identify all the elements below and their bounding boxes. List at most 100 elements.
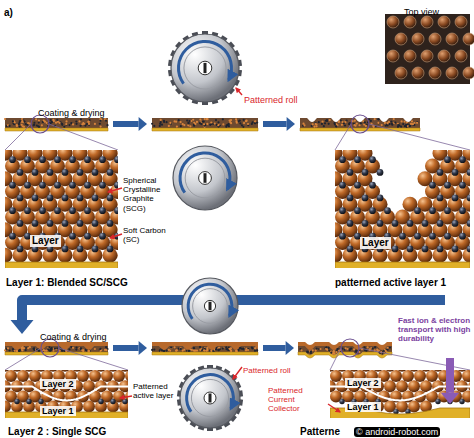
label: Coating & drying bbox=[40, 332, 107, 342]
soft-carbon-particle bbox=[362, 195, 369, 202]
soft-carbon-particle bbox=[62, 246, 69, 253]
particle-dot bbox=[56, 347, 58, 349]
particle-dot bbox=[227, 124, 229, 126]
particle-dot bbox=[225, 124, 227, 126]
soft-carbon-particle bbox=[98, 399, 103, 404]
particle-dot bbox=[316, 347, 318, 349]
active-layer-1 bbox=[5, 346, 108, 352]
process-arrowhead bbox=[139, 341, 147, 355]
roll-axle bbox=[204, 63, 207, 73]
graphite-sphere bbox=[408, 380, 420, 392]
process-arrowhead bbox=[11, 320, 34, 334]
soft-carbon-particle bbox=[452, 220, 459, 227]
roll-inner bbox=[191, 379, 228, 416]
particle-dot bbox=[163, 350, 165, 352]
particle-dot bbox=[36, 124, 38, 126]
soft-carbon-particle bbox=[347, 195, 354, 202]
label: Layer 2 bbox=[345, 378, 381, 388]
label: Layer 1 bbox=[40, 406, 76, 416]
pattern-dot bbox=[438, 16, 450, 28]
soft-carbon-particle bbox=[84, 207, 91, 214]
graphite-sphere bbox=[390, 370, 402, 382]
label: Patterned roll bbox=[243, 366, 291, 375]
soft-carbon-particle bbox=[99, 156, 106, 163]
graphite-sphere bbox=[456, 370, 468, 372]
graphite-sphere bbox=[119, 370, 128, 372]
particle-dot bbox=[254, 122, 256, 124]
particle-dot bbox=[210, 121, 212, 123]
particle-dot bbox=[377, 122, 379, 124]
particle-dot bbox=[235, 350, 237, 352]
soft-carbon-particle bbox=[39, 156, 46, 163]
soft-carbon-particle bbox=[354, 182, 361, 189]
particle-dot bbox=[329, 119, 331, 121]
particle-dot bbox=[168, 125, 170, 127]
magnifier-line bbox=[49, 124, 118, 150]
particle-dot bbox=[176, 349, 178, 351]
particle-dot bbox=[341, 347, 343, 349]
particle-dot bbox=[312, 123, 314, 125]
soft-carbon-particle bbox=[114, 182, 118, 189]
graphite-sphere bbox=[23, 370, 35, 372]
soft-carbon-particle bbox=[9, 207, 16, 214]
particle-dot bbox=[324, 347, 326, 349]
graphite-sphere bbox=[77, 370, 89, 382]
particle-dot bbox=[365, 125, 367, 127]
particle-dot bbox=[81, 123, 83, 125]
particle-dot bbox=[99, 349, 101, 351]
particle-dot bbox=[245, 120, 247, 122]
particle-dot bbox=[19, 350, 21, 352]
particle-dot bbox=[189, 349, 191, 351]
particle-dot bbox=[374, 118, 376, 120]
particle-dot bbox=[182, 123, 184, 125]
graphite-sphere bbox=[414, 370, 426, 382]
soft-carbon-particle bbox=[377, 169, 384, 176]
particle-dot bbox=[239, 122, 241, 124]
soft-carbon-particle bbox=[429, 182, 436, 189]
particle-dot bbox=[237, 349, 239, 351]
magnifier-line bbox=[330, 348, 341, 370]
leader-line bbox=[120, 396, 132, 398]
graphite-sphere bbox=[113, 370, 125, 382]
pattern-dot bbox=[463, 67, 474, 79]
particle-dot bbox=[215, 119, 217, 121]
process-arrow bbox=[446, 358, 454, 393]
particle-dot bbox=[371, 347, 373, 349]
soft-carbon-particle bbox=[32, 220, 39, 227]
particle-dot bbox=[99, 125, 101, 127]
soft-carbon-particle bbox=[435, 399, 440, 404]
particle-dot bbox=[243, 119, 245, 121]
particle-dot bbox=[243, 122, 245, 124]
soft-carbon-particle bbox=[377, 195, 384, 202]
particle-dot bbox=[51, 349, 53, 351]
soft-carbon-particle bbox=[107, 220, 114, 227]
graphite-sphere bbox=[372, 370, 384, 372]
particle-dot bbox=[19, 120, 21, 122]
particle-dot bbox=[105, 119, 107, 121]
particle-dot bbox=[310, 350, 312, 352]
soft-carbon-particle bbox=[437, 246, 444, 253]
particle-dot bbox=[363, 346, 365, 348]
particle-dot bbox=[161, 124, 163, 126]
graphite-sphere bbox=[95, 370, 107, 372]
process-arrowhead bbox=[139, 117, 147, 131]
particle-dot bbox=[200, 123, 202, 125]
particle-dot bbox=[390, 120, 392, 122]
particle-dot bbox=[25, 349, 27, 351]
magnifier bbox=[335, 115, 470, 150]
particle-dot bbox=[87, 121, 89, 123]
pattern-dot bbox=[395, 33, 407, 45]
current-collector bbox=[152, 352, 258, 355]
roll-body bbox=[180, 368, 240, 428]
particle-dot bbox=[245, 349, 247, 351]
particle-dot bbox=[328, 347, 330, 349]
soft-carbon-particle bbox=[339, 182, 346, 189]
magnifier bbox=[5, 339, 128, 370]
label: Patterned roll bbox=[244, 95, 298, 105]
graphite-sphere bbox=[396, 370, 408, 372]
graphite-sphere bbox=[420, 370, 432, 372]
pattern-dot bbox=[463, 33, 474, 45]
particle-dot bbox=[247, 349, 249, 351]
magnifier-line bbox=[369, 124, 470, 150]
